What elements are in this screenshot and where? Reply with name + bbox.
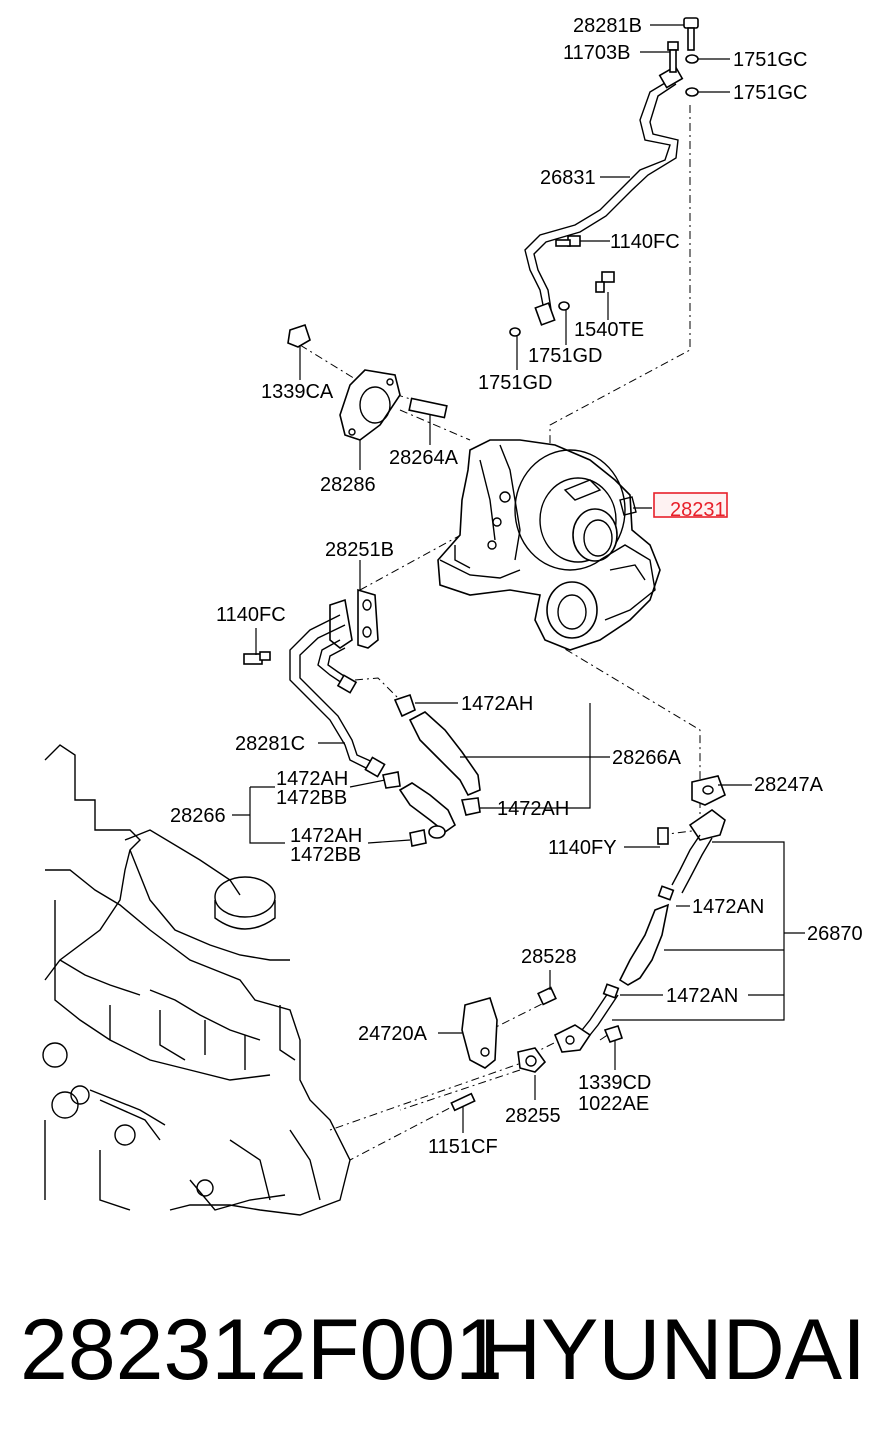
coolant-pipe-26870 (553, 775, 726, 1053)
label-28251B: 28251B (325, 539, 394, 561)
label-28255: 28255 (505, 1105, 561, 1127)
top-bolts-washers (509, 17, 699, 337)
brand-name: HYUNDAI (478, 1302, 866, 1398)
bracket-24720A (450, 986, 557, 1112)
label-28231: 28231 (670, 499, 726, 521)
label-1472BB-a: 1472BB (276, 787, 347, 809)
highlight-box-28231 (653, 492, 728, 518)
hose-28266A (393, 693, 481, 816)
label-1472AN-b: 1472AN (666, 985, 738, 1007)
oil-return-pipe-28281C (243, 588, 386, 778)
label-1140FY: 1140FY (548, 837, 617, 859)
label-1472AH-a: 1472AH (461, 693, 533, 715)
label-1339CA: 1339CA (261, 381, 334, 403)
hose-28266 (382, 771, 457, 847)
label-28266: 28266 (170, 805, 226, 827)
part-number: 282312F001 (20, 1302, 503, 1398)
label-26831: 26831 (540, 167, 596, 189)
label-28528: 28528 (521, 946, 577, 968)
label-1022AE: 1022AE (578, 1093, 649, 1115)
label-1472AH-d: 1472AH (290, 825, 362, 847)
label-11703B: 11703B (563, 42, 630, 64)
turbocharger-28231 (437, 439, 661, 651)
label-1472BB-b: 1472BB (290, 844, 361, 866)
label-1140FC-mid: 1140FC (216, 604, 286, 626)
label-1540TE: 1540TE (574, 319, 644, 341)
gasket-28286 (287, 323, 448, 441)
label-28281C: 28281C (235, 733, 305, 755)
engine-block-illustration (42, 744, 351, 1216)
label-28247A: 28247A (754, 774, 824, 796)
label-28266A: 28266A (612, 747, 682, 769)
label-28286: 28286 (320, 474, 376, 496)
label-24720A: 24720A (358, 1023, 428, 1045)
label-1472AH-c: 1472AH (497, 798, 569, 820)
label-28264A: 28264A (389, 447, 459, 469)
label-26870: 26870 (807, 923, 863, 945)
oil-feed-pipe-26831 (524, 65, 684, 326)
label-1140FC-top: 1140FC (610, 231, 680, 253)
label-1472AN-a: 1472AN (692, 896, 764, 918)
label-1751GD-a: 1751GD (528, 345, 603, 367)
label-1339CD: 1339CD (578, 1072, 651, 1094)
callout-labels: 28281B 11703B 1751GC 1751GC 26831 1140FC… (170, 15, 863, 1158)
label-1472AH-b: 1472AH (276, 768, 348, 790)
label-28281B-top: 28281B (573, 15, 642, 37)
label-1751GC-b: 1751GC (733, 82, 808, 104)
label-leader-lines (232, 24, 805, 1133)
label-1751GD-b: 1751GD (478, 372, 553, 394)
label-1151CF: 1151CF (428, 1136, 498, 1158)
footer-caption: 282312F001 HYUNDAI (0, 1295, 886, 1405)
label-1751GC-a: 1751GC (733, 49, 808, 71)
